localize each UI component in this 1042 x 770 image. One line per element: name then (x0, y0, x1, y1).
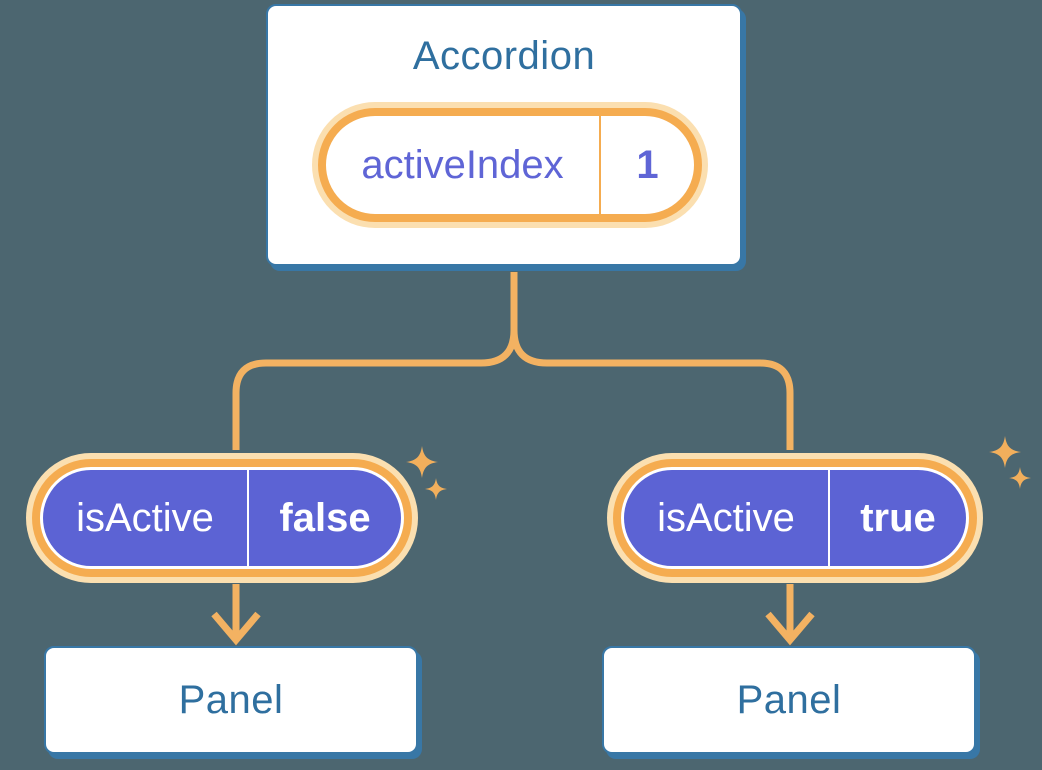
arrow-left-head-icon (211, 611, 261, 646)
panel-card-right: Panel (602, 646, 976, 754)
isactive-pill-false: isActive false (26, 453, 418, 583)
activeindex-state-pill: activeIndex 1 (312, 102, 708, 228)
prop-pill-ring: isActive false (32, 459, 412, 577)
prop-pill-value: true (860, 495, 936, 540)
accordion-title: Accordion (412, 34, 596, 78)
panel-title: Panel (736, 677, 842, 722)
prop-pill-label: isActive (76, 495, 214, 540)
prop-pill-label: isActive (657, 495, 795, 540)
panel-card-left: Panel (44, 646, 418, 754)
sparkle-icon (989, 436, 1031, 489)
prop-pill-value: false (279, 495, 371, 540)
state-pill-value: 1 (636, 142, 659, 187)
arrow-right-head-icon (765, 611, 815, 646)
isactive-pill-true: isActive true (607, 453, 983, 583)
prop-pill-ring: isActive true (613, 459, 977, 577)
panel-title: Panel (178, 677, 284, 722)
state-pill-divider (599, 116, 601, 214)
prop-pill-divider (828, 470, 830, 566)
prop-pill-inner: isActive false (43, 470, 401, 566)
accordion-card: Accordion activeIndex 1 (266, 4, 742, 266)
prop-pill-divider (247, 470, 249, 566)
state-pill-label: activeIndex (361, 142, 564, 187)
branch-right-line (510, 272, 794, 450)
branch-left-line (232, 272, 518, 450)
prop-pill-inner: isActive true (624, 470, 966, 566)
state-pill-ring: activeIndex 1 (318, 108, 702, 222)
